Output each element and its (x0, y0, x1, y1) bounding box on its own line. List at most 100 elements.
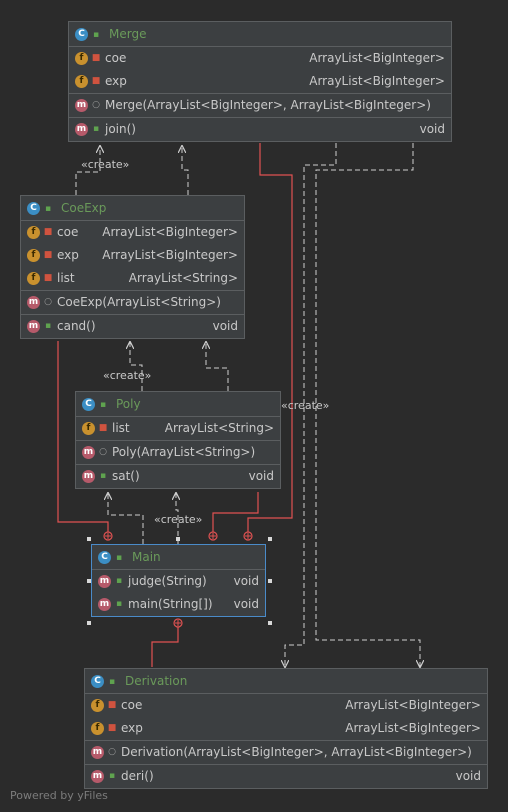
resize-handle[interactable] (268, 621, 272, 625)
private-lock-icon: ■ (98, 423, 108, 433)
field-name: list (112, 421, 130, 435)
dep-coeexp-merge-2 (182, 146, 189, 195)
resize-handle[interactable] (87, 621, 91, 625)
dep-main-poly-2 (176, 493, 178, 544)
create-label: «create» (103, 369, 152, 382)
public-icon: ▪ (99, 471, 107, 481)
method-name: cand() (57, 319, 96, 333)
method-icon: m (82, 446, 95, 459)
comp-main-coeexp (57, 341, 109, 533)
class-header[interactable]: C▪Derivation (85, 669, 487, 694)
field-icon: f (75, 75, 88, 88)
return-type: void (419, 122, 445, 136)
public-icon: ▪ (92, 124, 100, 134)
field-name: exp (105, 74, 127, 88)
field-icon: f (91, 699, 104, 712)
private-lock-icon: ■ (91, 76, 101, 86)
method-name: main(String[]) (128, 597, 213, 611)
field-name: coe (105, 51, 127, 65)
resize-handle[interactable] (268, 579, 272, 583)
field-type: ArrayList<BigInteger> (102, 225, 238, 239)
method-row[interactable]: m ▪ main(String[]) void (92, 593, 265, 616)
constructor-row[interactable]: m○CoeExp(ArrayList<String>) (21, 291, 244, 314)
method-row[interactable]: m▪sat()void (76, 465, 280, 488)
return-type: void (248, 469, 274, 483)
class-header[interactable]: C▪Poly (76, 392, 280, 417)
constructor-signature: Poly(ArrayList<String>) (112, 445, 256, 459)
public-icon: ▪ (108, 771, 116, 781)
create-label: «create» (154, 513, 203, 526)
class-icon: C (98, 551, 111, 564)
return-type: void (233, 597, 259, 611)
field-icon: f (91, 722, 104, 735)
class-icon: C (91, 675, 104, 688)
package-visibility-icon: ○ (92, 100, 100, 110)
method-icon: m (75, 99, 88, 112)
class-main[interactable]: C▪Main m▪judge(String)void m ▪ main(String… (91, 544, 266, 617)
class-name: Derivation (125, 674, 188, 688)
resize-handle[interactable] (87, 579, 91, 583)
method-row[interactable]: m ▪ deri() void (85, 765, 487, 788)
method-row[interactable]: m ▪ cand() void (21, 315, 244, 338)
dep-coeexp-merge-1 (75, 146, 100, 195)
return-type: void (233, 574, 259, 588)
return-type: void (212, 319, 238, 333)
method-icon: m (27, 296, 40, 309)
class-name: Poly (116, 397, 141, 411)
method-icon: m (91, 770, 104, 783)
return-type: void (455, 769, 481, 783)
constructor-signature: Derivation(ArrayList<BigInteger>, ArrayL… (121, 745, 472, 759)
field-type: ArrayList<BigInteger> (309, 51, 445, 65)
private-lock-icon: ■ (43, 250, 53, 260)
comp-main-merge (247, 143, 293, 533)
field-icon: f (27, 272, 40, 285)
field-type: ArrayList<String> (164, 421, 274, 435)
public-icon: ▪ (44, 203, 52, 214)
method-row[interactable]: m▪judge(String)void (92, 570, 265, 593)
method-icon: m (75, 123, 88, 136)
method-icon: m (98, 598, 111, 611)
method-row[interactable]: m ▪ join() void (69, 118, 451, 141)
dep-poly-coeexp-1 (130, 342, 143, 391)
class-icon: C (75, 28, 88, 41)
class-name: Main (132, 550, 161, 564)
method-name: sat() (112, 469, 140, 483)
resize-handle[interactable] (176, 537, 180, 541)
constructor-row[interactable]: m○Poly(ArrayList<String>) (76, 441, 280, 464)
create-label: «create» (81, 158, 130, 171)
dep-merge-derivation-1 (285, 143, 337, 667)
package-visibility-icon: ○ (108, 747, 116, 757)
create-label: «create» (281, 399, 330, 412)
constructor-row[interactable]: m○Derivation(ArrayList<BigInteger>, Arra… (85, 741, 487, 764)
public-icon: ▪ (44, 321, 52, 331)
field-name: coe (121, 698, 143, 712)
resize-handle[interactable] (268, 537, 272, 541)
class-header[interactable]: C▪CoeExp (21, 196, 244, 221)
class-name: Merge (109, 27, 147, 41)
resize-handle[interactable] (87, 537, 91, 541)
method-name: join() (105, 122, 136, 136)
comp-derivation-main (151, 627, 179, 667)
public-icon: ▪ (115, 599, 123, 609)
class-header[interactable]: C▪Merge (69, 22, 451, 47)
class-icon: C (27, 202, 40, 215)
method-name: deri() (121, 769, 154, 783)
dep-merge-derivation-2 (315, 143, 420, 667)
constructor-row[interactable]: m○Merge(ArrayList<BigInteger>, ArrayList… (69, 94, 451, 117)
class-header[interactable]: C▪Main (92, 545, 265, 570)
method-icon: m (98, 575, 111, 588)
method-icon: m (27, 320, 40, 333)
private-lock-icon: ■ (107, 700, 117, 710)
